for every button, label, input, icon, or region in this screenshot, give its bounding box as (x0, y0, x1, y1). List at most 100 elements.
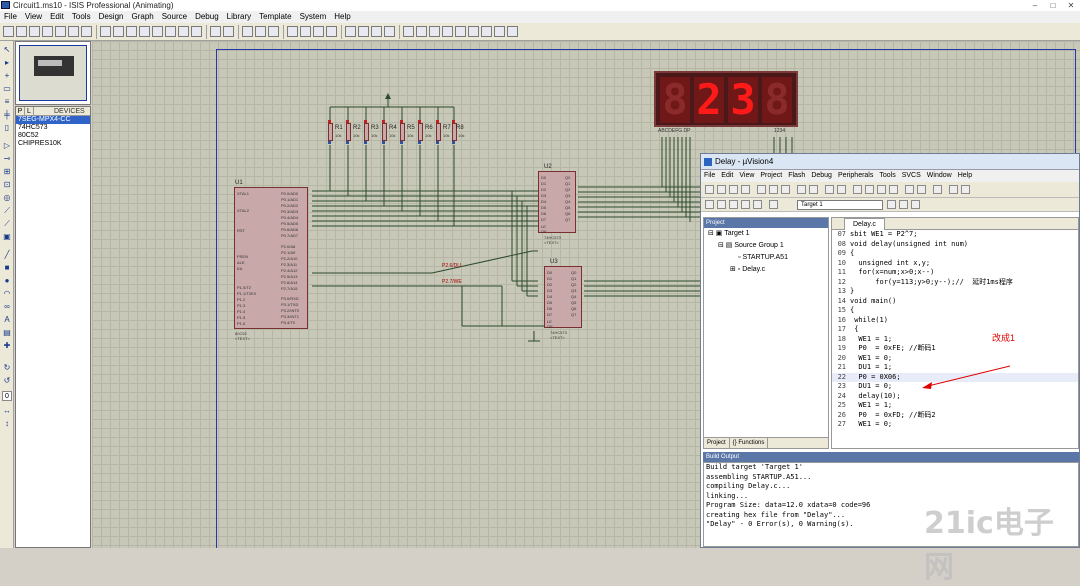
bus-icon[interactable]: ╪ (4, 110, 10, 119)
menu-graph[interactable]: Graph (131, 12, 154, 21)
symbol-icon[interactable]: ▤ (3, 328, 11, 337)
redo-icon[interactable] (223, 26, 234, 37)
paste-icon[interactable] (268, 26, 279, 37)
wire-autoroute-icon[interactable] (403, 26, 414, 37)
debug-session-icon[interactable] (949, 185, 958, 194)
manage-components-icon[interactable] (911, 200, 920, 209)
maximize-button[interactable]: □ (1050, 1, 1056, 10)
subcircuit-icon[interactable]: ▯ (4, 123, 10, 132)
menu-template[interactable]: Template (259, 12, 292, 21)
zoom-all-icon[interactable] (178, 26, 189, 37)
find-icon[interactable] (933, 185, 942, 194)
resistor[interactable] (382, 123, 387, 141)
menu-file[interactable]: File (4, 12, 17, 21)
export-icon[interactable] (55, 26, 66, 37)
new-icon[interactable] (3, 26, 14, 37)
tree-item-file[interactable]: ▫ STARTUP.A51 (738, 254, 788, 261)
menu-source[interactable]: Source (161, 12, 188, 21)
block-rotate-icon[interactable] (313, 26, 324, 37)
resistor[interactable] (364, 123, 369, 141)
block-copy-icon[interactable] (287, 26, 298, 37)
grid-icon[interactable] (113, 26, 124, 37)
voltage-probe-icon[interactable]: ⟋ (4, 206, 10, 215)
import-icon[interactable] (42, 26, 53, 37)
netlist-icon[interactable] (507, 26, 518, 37)
menu-debug[interactable]: Debug (195, 12, 219, 21)
indent-icon[interactable] (905, 185, 914, 194)
resistor[interactable] (346, 123, 351, 141)
target-select[interactable]: Target 1 (797, 200, 883, 210)
bill-of-materials-icon[interactable] (481, 26, 492, 37)
marker-icon[interactable]: ✚ (3, 341, 11, 350)
uv-menu-window[interactable]: Window (926, 172, 952, 179)
box-icon[interactable]: ■ (4, 263, 10, 272)
tree-item-file[interactable]: ⊞ ▫ Delay.c (730, 266, 766, 273)
build-icon[interactable] (717, 200, 726, 209)
batch-build-icon[interactable] (741, 200, 750, 209)
clear-bookmarks-icon[interactable] (889, 185, 898, 194)
net-label-we[interactable]: P2.7/WE (442, 279, 462, 285)
new-sheet-icon[interactable] (442, 26, 453, 37)
breakpoint-icon[interactable] (961, 185, 970, 194)
device-item[interactable]: CHIPRES10K (18, 140, 62, 147)
menu-system[interactable]: System (299, 12, 327, 21)
redo-icon[interactable] (809, 185, 818, 194)
resistor[interactable] (436, 123, 441, 141)
decompose-icon[interactable] (384, 26, 395, 37)
rebuild-icon[interactable] (729, 200, 738, 209)
pick-device-icon[interactable] (345, 26, 356, 37)
rotation-angle-field[interactable]: 0 (2, 391, 12, 401)
junction-icon[interactable]: + (4, 71, 10, 80)
remove-sheet-icon[interactable] (455, 26, 466, 37)
flip-vertical-icon[interactable]: ↕ (5, 419, 9, 428)
zoom-area-icon[interactable] (191, 26, 202, 37)
menu-edit[interactable]: Edit (50, 12, 64, 21)
terminal-icon[interactable]: ▷ (3, 141, 11, 150)
print-icon[interactable] (68, 26, 79, 37)
device-item[interactable]: 80C52 (18, 132, 39, 139)
build-output[interactable]: Build target 'Target 1' assembling START… (703, 462, 1079, 547)
tree-item-group[interactable]: ⊟ ▤ Source Group 1 (718, 242, 784, 249)
cut-icon[interactable] (757, 185, 766, 194)
prev-bookmark-icon[interactable] (865, 185, 874, 194)
uv-menu-help[interactable]: Help (957, 172, 973, 179)
text-script-icon[interactable]: ≡ (4, 97, 10, 106)
current-probe-icon[interactable]: ⟋ (4, 219, 10, 228)
save-all-icon[interactable] (741, 185, 750, 194)
device-item[interactable]: 74HC573 (18, 124, 48, 131)
new-file-icon[interactable] (705, 185, 714, 194)
line-icon[interactable]: ╱ (4, 250, 10, 259)
block-delete-icon[interactable] (326, 26, 337, 37)
search-icon[interactable] (416, 26, 427, 37)
text-icon[interactable]: A (4, 315, 10, 324)
arc-icon[interactable]: ◠ (3, 289, 11, 298)
pick-devices-button[interactable]: P (16, 107, 25, 116)
packaging-icon[interactable] (371, 26, 382, 37)
cut-icon[interactable] (242, 26, 253, 37)
virtual-instrument-icon[interactable]: ▣ (3, 232, 11, 241)
device-item[interactable]: 7SEG-MPX4-CC (16, 116, 90, 124)
uv-menu-edit[interactable]: Edit (721, 172, 734, 179)
erc-icon[interactable] (494, 26, 505, 37)
rotate-ccw-icon[interactable]: ↺ (3, 376, 11, 385)
file-extensions-icon[interactable] (899, 200, 908, 209)
menu-library[interactable]: Library (226, 12, 252, 21)
resistor[interactable] (418, 123, 423, 141)
open-file-icon[interactable] (717, 185, 726, 194)
nav-back-icon[interactable] (825, 185, 834, 194)
uv-menu-project[interactable]: Project (760, 172, 783, 179)
uv-menu-file[interactable]: File (704, 172, 716, 179)
menu-tools[interactable]: Tools (71, 12, 91, 21)
resistor[interactable] (452, 123, 457, 141)
save-icon[interactable] (29, 26, 40, 37)
flip-horizontal-icon[interactable]: ↔ (3, 406, 11, 415)
editor-tab-delay-c[interactable]: Delay.c (844, 218, 885, 230)
make-device-icon[interactable] (358, 26, 369, 37)
generator-icon[interactable]: ◎ (3, 193, 11, 202)
undo-icon[interactable] (797, 185, 806, 194)
target-options-icon[interactable] (887, 200, 896, 209)
tape-icon[interactable]: ⊡ (3, 180, 11, 189)
